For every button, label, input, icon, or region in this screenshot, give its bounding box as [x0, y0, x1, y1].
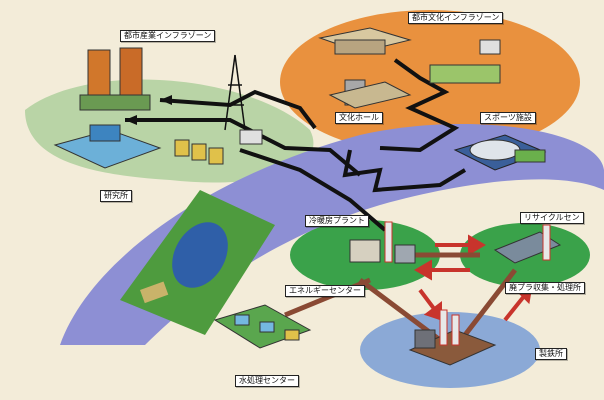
research-lab-building — [53, 124, 162, 169]
label-water-treatment: 水処理センター — [235, 375, 299, 387]
label-recycle-center: リサイクルセン — [520, 212, 584, 224]
label-steel-works: 製鉄所 — [535, 348, 567, 360]
recycle-center-buildings — [493, 224, 562, 264]
steel-works-buildings — [408, 309, 497, 366]
label-waste-collection: 廃プラ収集・処理所 — [505, 282, 585, 294]
culture-zone-buildings — [318, 27, 501, 109]
factory-rows — [174, 129, 263, 165]
label-energy-center: エネルギーセンター — [285, 285, 365, 297]
arrow-head-left — [160, 95, 172, 105]
tower-buildings — [79, 47, 151, 111]
water-treatment-buildings — [213, 304, 312, 349]
park-field — [139, 281, 169, 304]
arrow-head-left — [125, 115, 137, 125]
radio-tower — [224, 54, 246, 131]
label-sports-facility: スポーツ施設 — [480, 112, 536, 124]
label-urban-culture-infra: 都市文化インフラゾーン — [408, 12, 504, 24]
label-research-lab: 研究所 — [100, 190, 132, 202]
label-culture-hall: 文化ホール — [335, 112, 383, 124]
label-cooling-plant: 冷暖房プラント — [305, 215, 369, 227]
cooling-plant-buildings — [349, 221, 416, 264]
label-urban-industry-infra: 都市産業インフラゾーン — [120, 30, 216, 42]
sports-dome — [453, 134, 547, 171]
pond — [172, 222, 228, 288]
